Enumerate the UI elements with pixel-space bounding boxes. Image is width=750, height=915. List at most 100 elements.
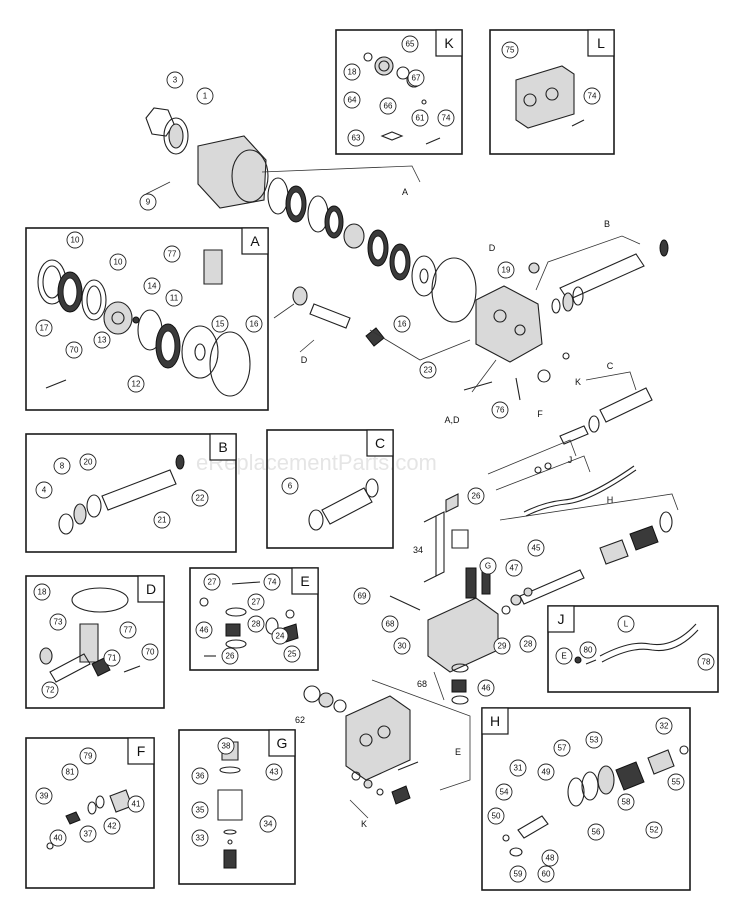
callout-circle bbox=[541, 849, 559, 867]
detail-box-tag: J bbox=[558, 611, 565, 627]
callout-label: 11 bbox=[170, 294, 179, 303]
callout-label: 59 bbox=[514, 870, 523, 879]
callout-label: C bbox=[607, 361, 614, 371]
callout-circle bbox=[393, 315, 411, 333]
callout-label: J bbox=[568, 455, 573, 465]
callout-label: 42 bbox=[108, 822, 117, 831]
part-callout: 63 bbox=[347, 129, 365, 147]
callout-label: 79 bbox=[84, 752, 93, 761]
callout-circle bbox=[127, 375, 145, 393]
callout-label: 46 bbox=[200, 626, 209, 635]
callout-circle bbox=[467, 487, 485, 505]
callout-circle bbox=[35, 481, 53, 499]
part-callout: 27 bbox=[203, 573, 221, 591]
callout-label: E bbox=[561, 652, 566, 661]
callout-circle bbox=[79, 747, 97, 765]
part-callout: 77 bbox=[163, 245, 181, 263]
part-callout: 1 bbox=[196, 87, 214, 105]
part-callout: 59 bbox=[509, 865, 527, 883]
callout-label: 68 bbox=[386, 620, 395, 629]
part-callout: 8 bbox=[53, 457, 71, 475]
callout-circle bbox=[195, 621, 213, 639]
callout-circle bbox=[697, 653, 715, 671]
callout-circle bbox=[437, 109, 455, 127]
part-callout: 66 bbox=[379, 97, 397, 115]
callout-label: 63 bbox=[352, 134, 361, 143]
part-callout: 34 bbox=[259, 815, 277, 833]
callout-label: 77 bbox=[168, 250, 177, 259]
callout-label: D bbox=[489, 243, 496, 253]
part-callout: 28 bbox=[247, 615, 265, 633]
assembly-letter-label: C bbox=[607, 361, 614, 371]
callout-label: 14 bbox=[148, 282, 157, 291]
callout-label: 4 bbox=[42, 486, 47, 495]
callout-label: 16 bbox=[398, 320, 407, 329]
assembly-letter-label: 68 bbox=[417, 679, 427, 689]
callout-circle bbox=[537, 865, 555, 883]
part-callout: 11 bbox=[165, 289, 183, 307]
callout-circle bbox=[479, 557, 497, 575]
callout-label: 73 bbox=[54, 618, 63, 627]
callout-label: L bbox=[624, 620, 629, 629]
part-callout: 14 bbox=[143, 277, 161, 295]
part-callout: 12 bbox=[127, 375, 145, 393]
callout-circle bbox=[477, 679, 495, 697]
callout-circle bbox=[49, 613, 67, 631]
callout-circle bbox=[509, 759, 527, 777]
callout-label: 26 bbox=[472, 492, 481, 501]
callout-label: K bbox=[361, 819, 367, 829]
callout-label: 20 bbox=[84, 458, 93, 467]
callout-label: 48 bbox=[546, 854, 555, 863]
part-callout: 37 bbox=[79, 825, 97, 843]
callout-circle bbox=[41, 681, 59, 699]
callout-circle bbox=[281, 477, 299, 495]
callout-label: 66 bbox=[384, 102, 393, 111]
callout-circle bbox=[139, 193, 157, 211]
detail-box-tag: C bbox=[375, 435, 385, 451]
callout-label: 13 bbox=[98, 336, 107, 345]
callout-circle bbox=[587, 823, 605, 841]
callout-circle bbox=[247, 593, 265, 611]
part-callout: 81 bbox=[61, 763, 79, 781]
callout-circle bbox=[49, 829, 67, 847]
callout-circle bbox=[109, 253, 127, 271]
callout-label: 56 bbox=[592, 828, 601, 837]
callout-label: 74 bbox=[588, 92, 597, 101]
part-callout: 15 bbox=[211, 315, 229, 333]
callout-label: 23 bbox=[424, 366, 433, 375]
part-callout: 74 bbox=[437, 109, 455, 127]
callout-circle bbox=[393, 637, 411, 655]
part-callout: 54 bbox=[495, 783, 513, 801]
callout-circle bbox=[143, 277, 161, 295]
part-callout: 58 bbox=[617, 793, 635, 811]
callout-label: 49 bbox=[542, 768, 551, 777]
callout-circle bbox=[343, 91, 361, 109]
assembly-letter-label: F bbox=[537, 409, 543, 419]
callout-circle bbox=[645, 821, 663, 839]
callout-circle bbox=[191, 801, 209, 819]
callout-circle bbox=[347, 129, 365, 147]
callout-label: 22 bbox=[196, 494, 205, 503]
callout-circle bbox=[66, 231, 84, 249]
part-callout: 74 bbox=[583, 87, 601, 105]
assembly-letter-label: E bbox=[455, 747, 461, 757]
callout-circle bbox=[527, 539, 545, 557]
callout-label: B bbox=[604, 219, 610, 229]
callout-label: 45 bbox=[532, 544, 541, 553]
part-callout: 25 bbox=[283, 645, 301, 663]
callout-circle bbox=[53, 457, 71, 475]
callout-label: 80 bbox=[584, 646, 593, 655]
assembly-letter-label: 34 bbox=[413, 545, 423, 555]
part-callout: 24 bbox=[271, 627, 289, 645]
part-callout: 64 bbox=[343, 91, 361, 109]
detail-box-a: A bbox=[25, 227, 269, 411]
part-callout: 75 bbox=[501, 41, 519, 59]
callout-label: 19 bbox=[502, 266, 511, 275]
part-callout: 32 bbox=[655, 717, 673, 735]
callout-label: 65 bbox=[406, 40, 415, 49]
callout-circle bbox=[487, 807, 505, 825]
part-callout: 48 bbox=[541, 849, 559, 867]
callout-label: 41 bbox=[132, 800, 141, 809]
callout-circle bbox=[667, 773, 685, 791]
